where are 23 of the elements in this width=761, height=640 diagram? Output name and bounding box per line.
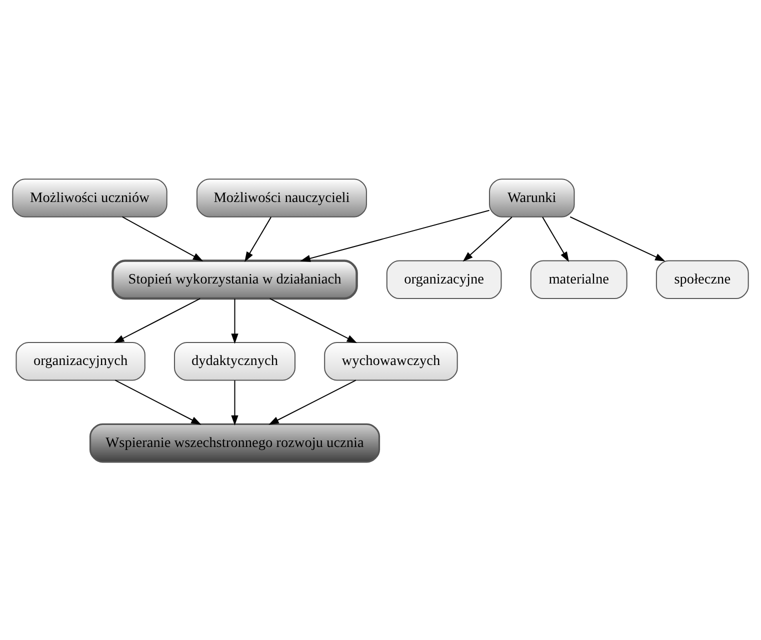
arrow [300,209,490,262]
arrow [268,379,356,424]
arrow [122,216,204,261]
node-box: Możliwości uczniów [12,178,168,217]
arrow [114,379,202,424]
node-box: dydaktycznych [174,341,296,380]
node-box: społeczne [656,260,749,299]
node-box: organizacyjnych [16,341,146,380]
arrow [542,216,569,262]
arrow [114,298,200,343]
node-box: wychowawczych [324,341,458,380]
arrow [244,216,272,262]
arrow [231,380,238,426]
arrow [270,298,358,343]
arrow [570,216,666,261]
node-box: Wspieranie wszechstronnego rozwoju ucznia [89,422,380,462]
node-box: materialne [530,260,628,299]
node-box: Warunki [488,178,575,217]
arrow [462,216,512,262]
node-box: Stopień wykorzystania w działaniach [112,259,358,300]
arrow [231,298,238,344]
node-box: organizacyjne [386,260,502,299]
node-box: Możliwości nauczycieli [196,178,367,217]
